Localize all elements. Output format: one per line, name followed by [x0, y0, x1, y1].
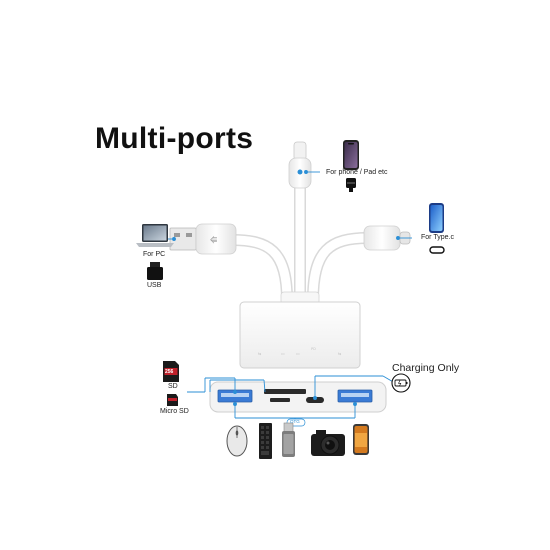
pointer-lines	[162, 170, 412, 424]
usb-flash-drive-icon	[282, 422, 295, 457]
svg-text:⇆: ⇆	[338, 351, 342, 356]
camera-icon	[311, 430, 345, 456]
type-c-connector	[363, 225, 411, 251]
label-charging-only: Charging Only	[392, 362, 460, 374]
svg-text:⇆: ⇆	[258, 351, 262, 356]
label-usb: USB	[147, 282, 162, 289]
type-c-phone-icon	[429, 203, 444, 233]
hub-front	[209, 381, 387, 413]
usb-adapter-icon	[147, 262, 163, 280]
smartphone-icon	[343, 140, 359, 170]
usb-a-connector: ⭅	[169, 223, 237, 255]
svg-text:▭: ▭	[296, 351, 300, 356]
sd-card-capacity: 256	[165, 369, 174, 375]
battery-charge-icon	[391, 373, 411, 393]
mouse-icon	[226, 425, 248, 457]
otg-label: OTG	[290, 419, 300, 424]
svg-text:⭅: ⭅	[210, 236, 217, 245]
label-phone-pad: For phone / Pad etc	[326, 169, 388, 176]
lightning-adapter-icon	[346, 178, 356, 192]
label-micro-sd: Micro SD	[160, 408, 189, 415]
cables	[226, 174, 374, 306]
svg-text:▭: ▭	[281, 351, 285, 356]
label-for-pc: For PC	[143, 251, 166, 258]
page-title: Multi-ports	[95, 122, 254, 155]
phone-icon	[353, 424, 369, 455]
laptop-icon	[136, 224, 174, 247]
label-sd: SD	[168, 383, 178, 390]
hub-body: ⇆ ▭ ▭ PD ⇆	[239, 301, 361, 369]
lightning-connector	[288, 141, 312, 189]
sd-card-icon	[163, 361, 179, 382]
label-type-c: For Type.c	[421, 234, 454, 241]
micro-sd-card-icon	[167, 394, 178, 406]
svg-text:PD: PD	[311, 347, 316, 351]
type-c-port-icon	[429, 246, 445, 254]
keyboard-icon	[259, 423, 272, 459]
